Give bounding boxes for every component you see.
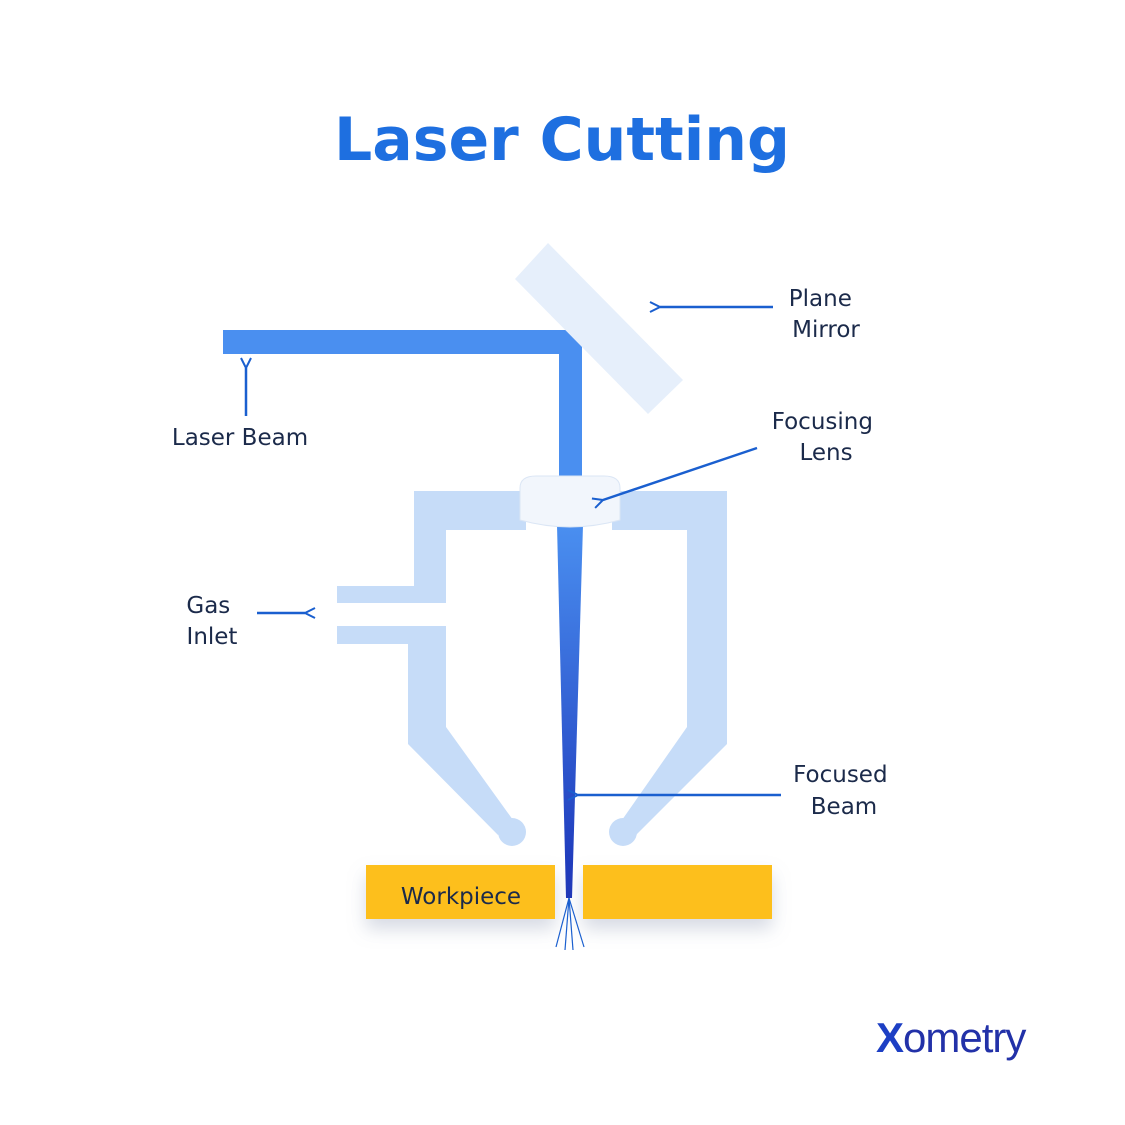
- plane-mirror-label-line1: Plane: [789, 286, 852, 312]
- xometry-logo: Xometry: [876, 1014, 1027, 1061]
- cut-spark-lines: [555, 897, 585, 951]
- gas-inlet-label: Gas Inlet: [186, 593, 237, 650]
- plane-mirror-label: Plane Mirror: [789, 286, 861, 343]
- laser-beam-label: Laser Beam: [172, 425, 308, 451]
- workpiece-left: [366, 865, 555, 919]
- plane-mirror: [515, 243, 683, 414]
- workpiece-label: Workpiece: [401, 884, 521, 910]
- focusing-lens: [519, 475, 621, 528]
- logo-text: Xometry: [876, 1014, 1026, 1061]
- focusing-lens-label-line1: Focusing: [772, 409, 873, 435]
- focused-beam-label: Focused Beam: [793, 762, 895, 820]
- laser-beam-vertical: [559, 330, 582, 480]
- focused-beam: [557, 525, 583, 898]
- workpiece-right: [583, 865, 772, 919]
- focused-beam-label-line1: Focused: [793, 762, 887, 788]
- nozzle-housing: [337, 491, 727, 846]
- logo-rest: ometry: [903, 1014, 1026, 1061]
- focusing-lens-label: Focusing Lens: [772, 409, 881, 466]
- gas-inlet-label-line2: Inlet: [187, 624, 238, 650]
- focusing-lens-label-line2: Lens: [799, 440, 852, 466]
- workpiece: [366, 865, 772, 919]
- gas-inlet-label-line1: Gas: [186, 593, 230, 619]
- logo-mark: X: [876, 1014, 904, 1061]
- annotation-arrows: [246, 307, 781, 795]
- plane-mirror-label-line2: Mirror: [792, 317, 860, 343]
- page-title: Laser Cutting: [334, 105, 790, 175]
- focusing-lens-arrow: [603, 446, 758, 500]
- focused-beam-label-line2: Beam: [811, 794, 877, 820]
- laser-beam-horizontal: [223, 330, 582, 354]
